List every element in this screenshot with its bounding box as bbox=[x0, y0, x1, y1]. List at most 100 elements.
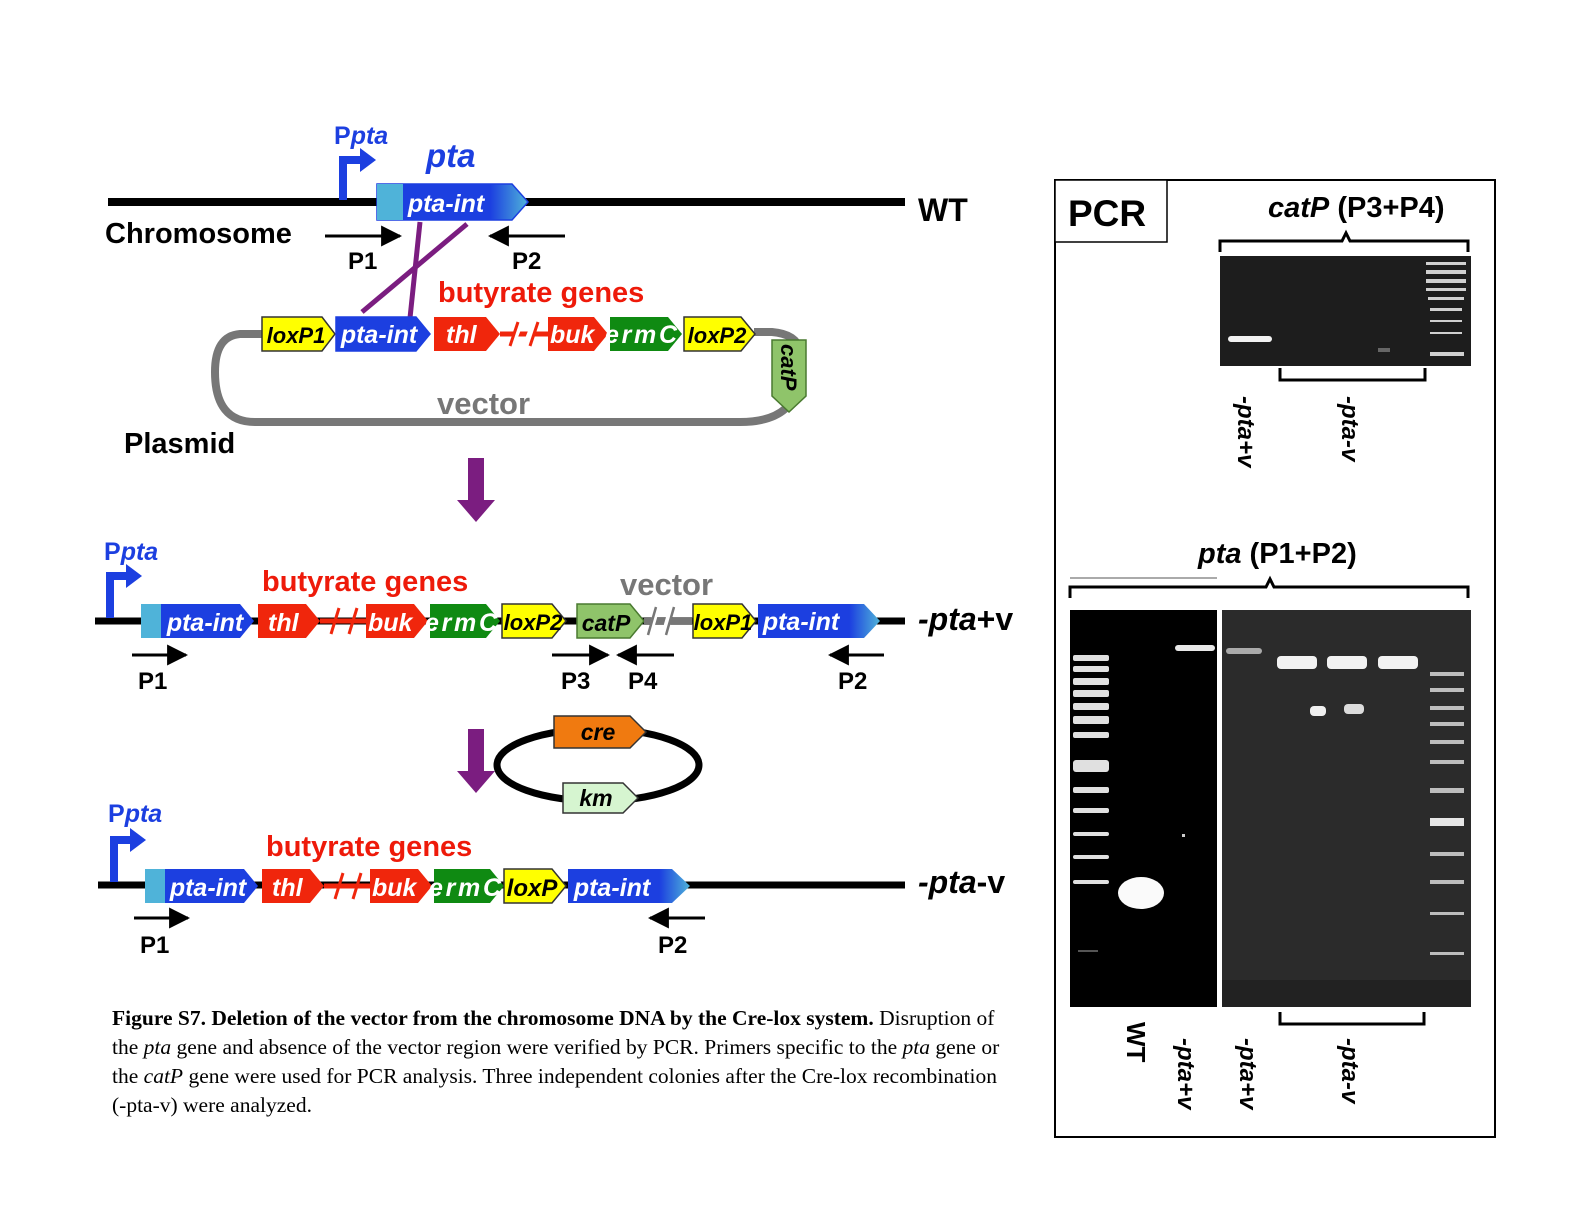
pta-lane-wt: WT bbox=[1121, 1022, 1151, 1063]
svg-text:km: km bbox=[579, 785, 612, 811]
gene-catp: catP bbox=[771, 339, 807, 414]
pta-minus-v-construct: Ppta butyrate genes pta-int thl buk ermC… bbox=[98, 800, 1005, 959]
caption-gene-pta: pta bbox=[902, 1035, 930, 1059]
caption-title: Figure S7. Deletion of the vector from t… bbox=[112, 1006, 874, 1030]
vector-segment bbox=[644, 606, 692, 636]
promoter-label: Ppta bbox=[104, 538, 158, 566]
svg-text:pta-int: pta-int bbox=[407, 190, 486, 218]
wt-chromosome: WT Chromosome Ppta pta pta-int P1 P2 bbox=[105, 122, 968, 319]
caption-text: gene and absence of the vector region we… bbox=[171, 1035, 903, 1059]
promoter-pta-icon bbox=[339, 148, 376, 200]
primer-p1-label: P1 bbox=[348, 248, 377, 275]
catp-gel-image bbox=[1220, 256, 1471, 366]
gene-catp: catP bbox=[576, 603, 645, 639]
catp-lane-pta-minus-v: -pta-v bbox=[1336, 396, 1363, 463]
svg-text:ermC: ermC bbox=[605, 321, 678, 349]
svg-text:buk: buk bbox=[550, 321, 596, 349]
gene-break-icon bbox=[324, 872, 374, 900]
gene-thl: thl bbox=[258, 604, 320, 638]
pta-gel-image-left bbox=[1070, 610, 1217, 1007]
gene-ermc: ermC bbox=[429, 869, 504, 903]
gene-loxp1: loxP1 bbox=[692, 603, 757, 639]
gene-break-icon bbox=[500, 321, 552, 347]
pta-plus-v-construct: Ppta butyrate genes vector pta-int thl b… bbox=[95, 538, 1013, 695]
pcr-title: PCR bbox=[1068, 193, 1146, 234]
promoter-pta-icon bbox=[110, 828, 146, 882]
pta-gel-header: pta (P1+P2) bbox=[1197, 538, 1357, 570]
svg-text:catP: catP bbox=[776, 344, 801, 391]
primer-p4-label: P4 bbox=[628, 668, 658, 695]
gene-loxp2: loxP2 bbox=[683, 316, 756, 352]
primer-p2-label: P2 bbox=[658, 932, 687, 959]
plasmid-label: Plasmid bbox=[124, 428, 235, 460]
svg-text:loxP2: loxP2 bbox=[688, 323, 747, 348]
catp-minus-v-bracket bbox=[1278, 368, 1427, 382]
crossover-line-2 bbox=[360, 222, 469, 314]
svg-text:pta-int: pta-int bbox=[762, 608, 841, 636]
gene-pta-int: pta-int bbox=[568, 869, 690, 903]
gene-pta-int: pta-int bbox=[145, 869, 258, 903]
caption-gene-pta: pta bbox=[143, 1035, 172, 1059]
primer-p2-label: P2 bbox=[512, 248, 541, 275]
caption-text: gene or the bbox=[112, 1035, 1000, 1088]
catp-bracket bbox=[1218, 229, 1470, 252]
gene-pta-int: pta-int bbox=[758, 604, 880, 638]
primer-p1-label: P1 bbox=[138, 668, 167, 695]
gene-pta-int: pta-int bbox=[335, 316, 431, 352]
step-arrow-2 bbox=[457, 729, 495, 793]
svg-text:pta-int: pta-int bbox=[169, 874, 248, 902]
gene-buk: buk bbox=[370, 869, 432, 903]
butyrate-genes-label: butyrate genes bbox=[266, 831, 472, 863]
gene-buk: buk bbox=[366, 604, 428, 638]
svg-text:catP: catP bbox=[582, 610, 631, 636]
promoter-label: Ppta bbox=[108, 800, 162, 828]
vector-label: vector bbox=[620, 567, 713, 602]
primer-p3-label: P3 bbox=[561, 668, 590, 695]
butyrate-genes-label: butyrate genes bbox=[438, 277, 644, 309]
svg-text:ermC: ermC bbox=[429, 874, 502, 902]
pta-gene-label: pta bbox=[425, 137, 476, 174]
pta-lane-pta-plus-v-2: -pta+v bbox=[1234, 1038, 1261, 1111]
caption-text: gene were used for PCR analysis. Three i… bbox=[112, 1064, 998, 1117]
svg-text:pta-int: pta-int bbox=[166, 609, 245, 637]
pta-gel-image-right bbox=[1222, 610, 1471, 1007]
svg-text:buk: buk bbox=[372, 874, 418, 902]
figure-caption: Figure S7. Deletion of the vector from t… bbox=[112, 1004, 1012, 1120]
gene-thl: thl bbox=[434, 317, 500, 351]
caption-text: Disruption of the bbox=[112, 1006, 995, 1059]
gene-km: km bbox=[562, 782, 640, 814]
gene-pta-int: pta-int bbox=[376, 183, 530, 221]
wt-label: WT bbox=[918, 192, 968, 228]
gene-thl: thl bbox=[262, 869, 324, 903]
pta-plus-v-label: -pta+v bbox=[918, 601, 1013, 637]
primer-p2-label: P2 bbox=[838, 668, 867, 695]
gene-loxp1: loxP1 bbox=[261, 316, 336, 352]
svg-text:loxP: loxP bbox=[507, 875, 559, 902]
pta-lane-pta-plus-v-1: -pta+v bbox=[1172, 1038, 1199, 1111]
step-arrow-1 bbox=[457, 458, 495, 522]
gene-break-icon bbox=[320, 607, 370, 635]
pcr-panel: PCR catP (P3+P4) -pta+v -pta-v bbox=[1054, 179, 1496, 1138]
pta-minus-v-label: -pta-v bbox=[918, 864, 1005, 900]
svg-text:ermC: ermC bbox=[425, 609, 498, 637]
catp-lane-pta-plus-v: -pta+v bbox=[1232, 396, 1259, 469]
cre-plasmid: cre km bbox=[493, 715, 703, 814]
svg-text:thl: thl bbox=[272, 874, 304, 902]
vector-label: vector bbox=[437, 386, 530, 421]
gene-loxp2: loxP2 bbox=[501, 603, 567, 639]
gene-cre: cre bbox=[553, 715, 648, 749]
gene-ermc: ermC bbox=[605, 317, 682, 351]
gene-pta-int: pta-int bbox=[141, 604, 254, 638]
promoter-pta-icon bbox=[106, 564, 142, 618]
svg-text:loxP2: loxP2 bbox=[504, 610, 563, 635]
svg-text:cre: cre bbox=[581, 719, 616, 745]
svg-text:loxP1: loxP1 bbox=[694, 610, 753, 635]
pta-lane-pta-minus-v: -pta-v bbox=[1336, 1038, 1363, 1105]
chromosome-label: Chromosome bbox=[105, 218, 292, 250]
primer-p1-label: P1 bbox=[140, 932, 169, 959]
svg-text:loxP1: loxP1 bbox=[267, 323, 326, 348]
caption-gene-catp: catP bbox=[143, 1064, 184, 1088]
gene-loxp: loxP bbox=[503, 868, 567, 904]
svg-text:thl: thl bbox=[268, 609, 300, 637]
